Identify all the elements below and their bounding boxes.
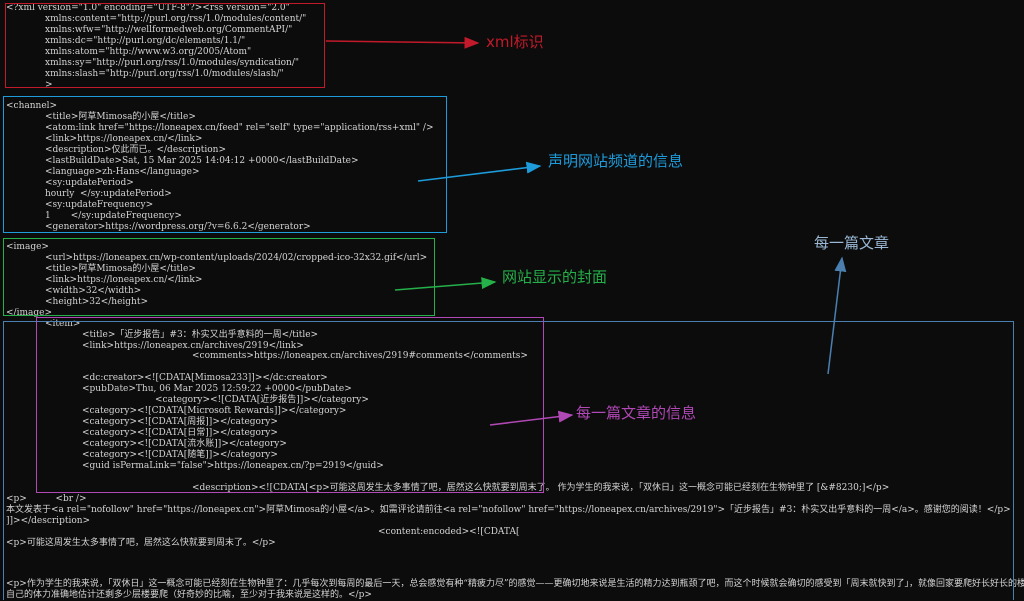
code-line: <language>zh-Hans</language> <box>45 167 200 177</box>
code-line: <description><![CDATA[<p>可能这周发生太多事情了吧，居然… <box>192 483 890 493</box>
code-line: <p>可能这周发生太多事情了吧，居然这么快就要到周末了。</p> <box>6 538 276 548</box>
arrow-to-xml-label <box>325 36 480 49</box>
code-line: <sy:updateFrequency> <box>45 200 154 210</box>
article-info-annotation: 每一篇文章的信息 <box>576 404 697 422</box>
code-line: 本文发表于<a rel="nofollow" href="https://lon… <box>6 505 1011 515</box>
code-line: xmlns:sy="http://purl.org/rss/1.0/module… <box>45 58 300 68</box>
code-line: <category><![CDATA[周报]]></category> <box>82 417 278 427</box>
site-cover-annotation: 网站显示的封面 <box>502 268 608 286</box>
code-line: <link>https://loneapex.cn/archives/2919<… <box>82 341 304 351</box>
code-line: <title>「近步报告」#3：朴实又出乎意料的一周</title> <box>82 330 319 340</box>
arrow-to-each-article-label <box>827 256 847 375</box>
item-info-box <box>36 317 544 493</box>
code-line: 自己的体力准确地估计还剩多少层楼要爬（好奇妙的比喻，至少对于我来说是这样的。</… <box>6 590 372 600</box>
code-line: <category><![CDATA[Microsoft Rewards]]><… <box>82 406 347 416</box>
code-line: ]]></description> <box>6 516 91 526</box>
code-line: <comments>https://loneapex.cn/archives/2… <box>192 351 528 361</box>
code-line: xmlns:slash="http://purl.org/rss/1.0/mod… <box>45 69 284 79</box>
code-line: <category><![CDATA[随笔]]></category> <box>82 450 278 460</box>
code-line: <content:encoded><![CDATA[ <box>378 527 520 537</box>
code-line: <category><![CDATA[日常]]></category> <box>82 428 278 438</box>
code-line: <p>作为学生的我来说，「双休日」这一概念可能已经刻在生物钟里了：几乎每次到每周… <box>6 579 1024 589</box>
code-line: <title>阿草Mimosa的小屋</title> <box>45 112 196 122</box>
each-article-annotation: 每一篇文章 <box>814 234 890 252</box>
code-line: xmlns:content="http://purl.org/rss/1.0/m… <box>45 14 307 24</box>
code-line: xmlns:wfw="http://wellformedweb.org/Comm… <box>45 25 293 35</box>
code-line: <link>https://loneapex.cn/</link> <box>45 134 203 144</box>
code-line: <pubDate>Thu, 06 Mar 2025 12:59:22 +0000… <box>82 384 352 394</box>
channel-info-box <box>3 96 447 233</box>
code-line: xmlns:dc="http://purl.org/dc/elements/1.… <box>45 36 246 46</box>
channel-info-annotation: 声明网站频道的信息 <box>548 152 684 170</box>
code-line: <dc:creator><![CDATA[Mimosa233]]></dc:cr… <box>82 373 328 383</box>
xml-declaration-annotation: xml标识 <box>486 33 544 51</box>
image-box <box>3 238 435 316</box>
code-line: <sy:updatePeriod> <box>45 178 134 188</box>
item-outer-box <box>3 321 1014 600</box>
code-line: hourly </sy:updatePeriod> <box>45 189 172 199</box>
code-line: <generator>https://wordpress.org/?v=6.6.… <box>45 222 311 232</box>
code-line: <lastBuildDate>Sat, 15 Mar 2025 14:04:12… <box>45 156 359 166</box>
arrow-to-channel-label <box>417 161 542 182</box>
code-line: 1 </sy:updateFrequency> <box>45 211 182 221</box>
code-line: <p> <br /> <box>6 494 87 504</box>
arrow-to-article-info-label <box>489 410 574 426</box>
code-line: <height>32</height> <box>45 297 148 307</box>
code-line: <image> <box>6 242 49 252</box>
code-line: > <box>45 80 53 90</box>
code-line: <category><![CDATA[近步报告]]></category> <box>155 395 369 405</box>
code-line: <guid isPermaLink="false">https://loneap… <box>82 461 384 471</box>
code-line: <url>https://loneapex.cn/wp-content/uplo… <box>45 253 428 263</box>
code-line: xmlns:atom="http://www.w3.org/2005/Atom" <box>45 47 252 57</box>
code-line: <width>32</width> <box>45 286 142 296</box>
code-line: </image> <box>6 308 52 318</box>
code-line: <category><![CDATA[流水账]]></category> <box>82 439 287 449</box>
arrow-to-cover-label <box>394 277 497 291</box>
code-line: <title>阿草Mimosa的小屋</title> <box>45 264 196 274</box>
code-line: <description>仅此而已。</description> <box>45 145 226 155</box>
code-line: <?xml version="1.0" encoding="UTF-8"?><r… <box>6 3 290 13</box>
xml-declaration-box <box>5 3 325 88</box>
code-line: <channel> <box>6 101 58 111</box>
code-line: <link>https://loneapex.cn/</link> <box>45 275 203 285</box>
code-line: <item> <box>45 319 81 329</box>
code-line: <atom:link href="https://loneapex.cn/fee… <box>45 123 434 133</box>
